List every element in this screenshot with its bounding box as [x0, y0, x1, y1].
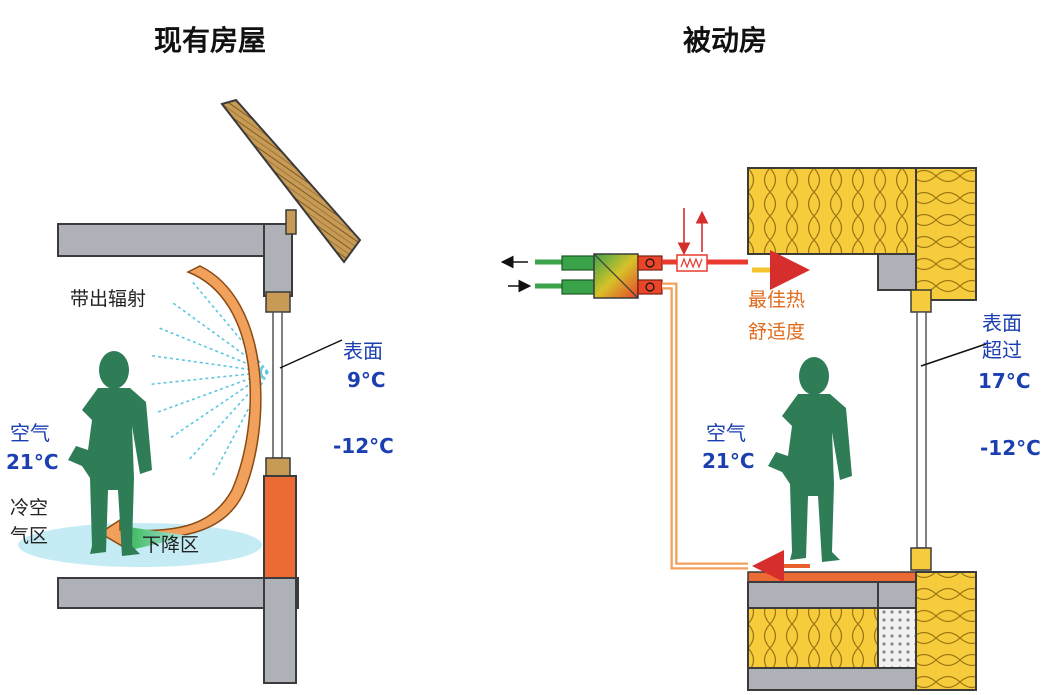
existing-air-temp: 21°C [6, 450, 59, 474]
existing-upper-wall [263, 223, 293, 297]
passive-house-section: 最佳热 舒适度 表面 超过 17°C -12°C 空气 21°C [500, 167, 1041, 691]
existing-surface-label: 表面 [343, 339, 383, 363]
person-head [799, 357, 829, 395]
passive-lower-concrete [877, 581, 917, 609]
extract-duct-inner [662, 284, 748, 568]
existing-air-label: 空气 [10, 421, 50, 445]
existing-floor-slab [57, 577, 299, 609]
ventilation-system [500, 208, 810, 582]
comfort-label-line1: 最佳热 [748, 289, 805, 311]
existing-roof [220, 98, 362, 264]
title-passive-house: 被动房 [683, 24, 767, 57]
passive-window-glass [916, 311, 927, 549]
cold-zone-label-line2: 气区 [10, 525, 48, 547]
passive-upper-concrete [877, 253, 917, 291]
existing-window-frame-top [265, 291, 291, 313]
supply-fan-warm [637, 279, 663, 295]
existing-window-frame-bottom [265, 457, 291, 477]
person-right [768, 357, 852, 562]
existing-window-glass [272, 311, 283, 459]
passive-air-label: 空气 [706, 421, 746, 445]
heater-coil [680, 257, 703, 269]
existing-ceiling-slab [57, 223, 291, 257]
passive-foundation-gravel [877, 607, 917, 669]
existing-roof-beam [285, 209, 297, 235]
passive-wall-insulation-bottom [915, 571, 977, 691]
passive-surface-temp: 17°C [978, 369, 1031, 393]
radiation-label: 带出辐射 [70, 288, 146, 310]
title-existing-house: 现有房屋 [154, 24, 266, 57]
extract-fan [637, 255, 663, 271]
passive-floor-insulation [747, 607, 879, 669]
fan-symbol-bottom [645, 282, 655, 292]
existing-surface-temp: 9°C [347, 368, 386, 392]
passive-window-frame-bottom [910, 547, 932, 571]
comfort-label-line2: 舒适度 [748, 321, 805, 343]
passive-base-slab [747, 667, 917, 691]
existing-outdoor-temp: -12°C [333, 434, 394, 458]
passive-wall-insulation-top [915, 167, 977, 301]
downdraft-label: 下降区 [142, 534, 199, 556]
downdraft-wedge [122, 526, 190, 552]
passive-floor-finish [747, 571, 917, 583]
fan-symbol-top [645, 258, 655, 268]
passive-ceiling-insulation [747, 167, 917, 255]
passive-outdoor-temp: -12°C [980, 436, 1041, 460]
passive-air-temp: 21°C [702, 449, 755, 473]
person-body [68, 388, 152, 556]
passive-surface-label-line1: 表面 [982, 311, 1022, 335]
radiation-ray [150, 371, 269, 386]
heat-recovery-diagonal [593, 253, 639, 299]
existing-brick-wall [263, 475, 297, 579]
person-left [68, 351, 152, 556]
passive-surface-leader-line [920, 343, 987, 367]
cold-zone-label-line1: 冷空 [10, 497, 48, 519]
existing-house-section: 带出辐射 表面 9°C -12°C 空气 21°C 冷空 气区 下降区 [6, 98, 394, 684]
existing-lower-wall [263, 577, 297, 684]
passive-surface-label-line2: 超过 [982, 338, 1022, 362]
supply-fan [561, 279, 595, 295]
passive-floor-slab [747, 581, 879, 609]
surface-leader-line [279, 339, 343, 369]
person-body [768, 394, 852, 562]
passive-window-frame-top [910, 289, 932, 313]
person-head [99, 351, 129, 389]
exhaust-fan [561, 255, 595, 271]
